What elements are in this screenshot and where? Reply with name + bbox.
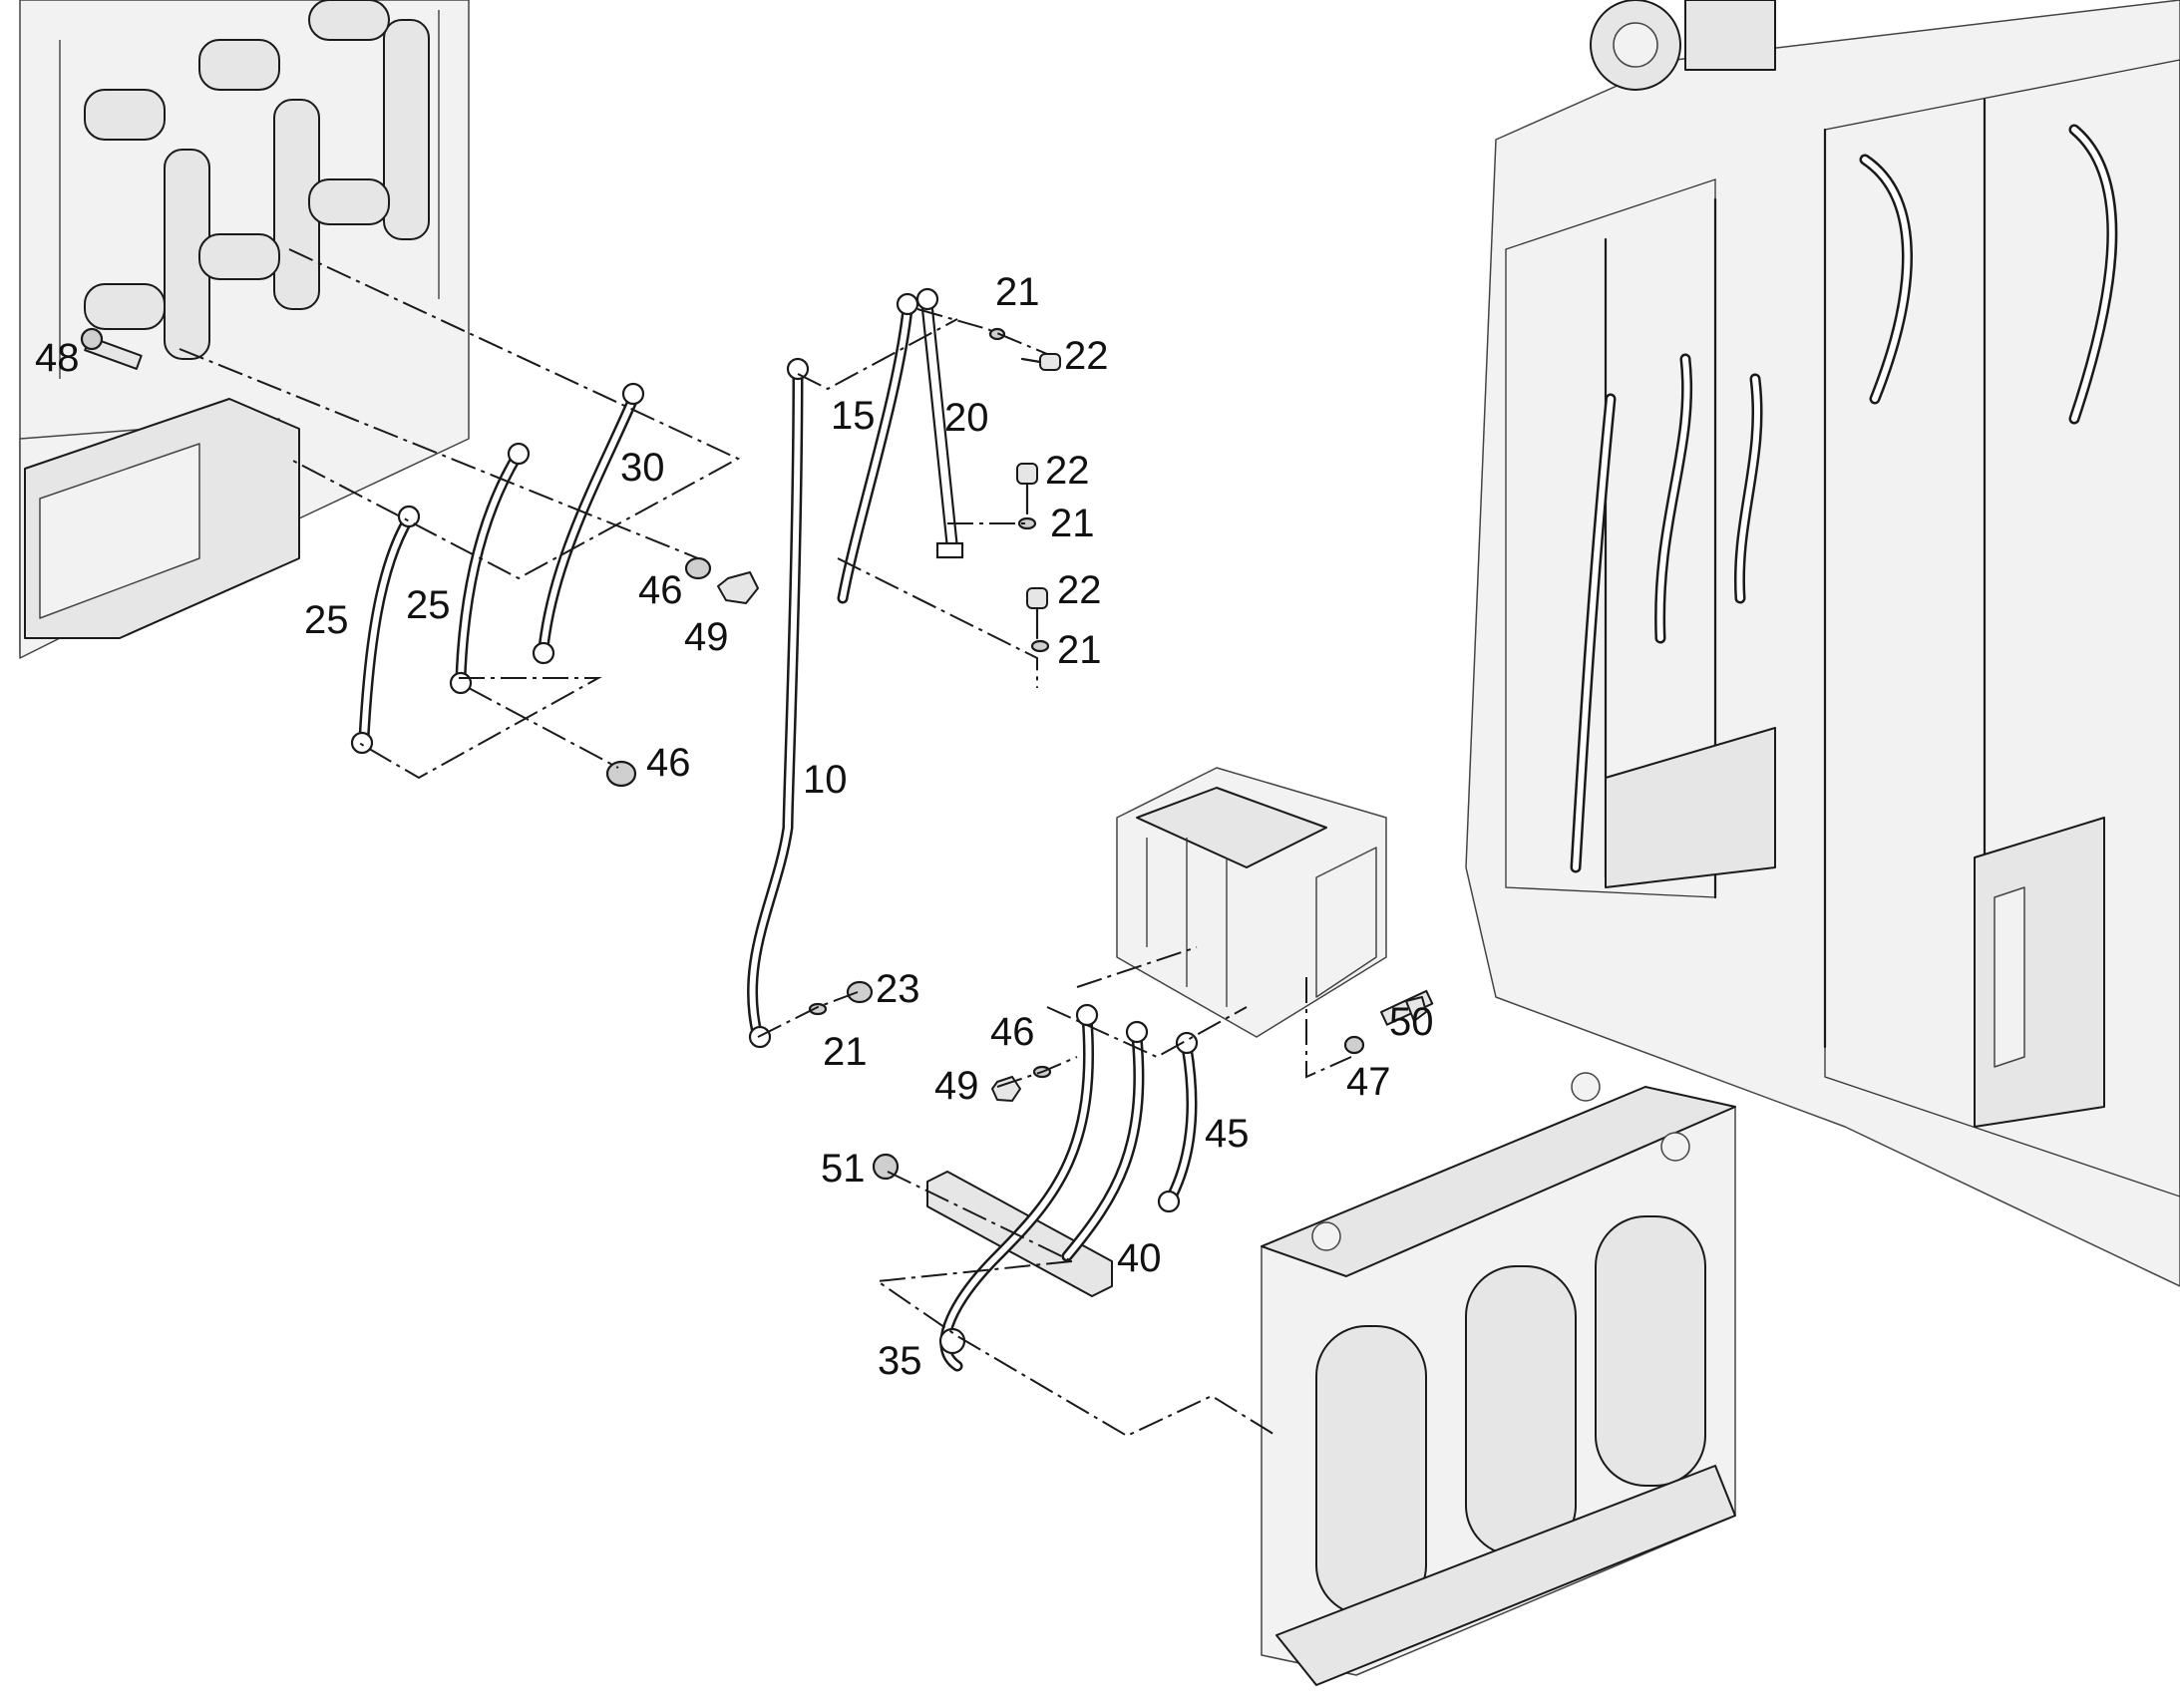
washer-21 bbox=[808, 327, 1052, 1079]
callout-35: 35 bbox=[878, 1339, 922, 1383]
callout-21: 21 bbox=[1050, 502, 1095, 545]
switchgear-panel bbox=[19, 0, 470, 659]
washer-46-mid bbox=[605, 760, 637, 788]
cable-25-left bbox=[350, 505, 421, 755]
insulator-pole-1 bbox=[84, 89, 210, 360]
nut-49-bottom bbox=[991, 1076, 1021, 1102]
callout-51: 51 bbox=[821, 1147, 866, 1191]
cable-30 bbox=[532, 382, 645, 665]
callout-48: 48 bbox=[35, 336, 80, 380]
insulator-pole-3 bbox=[308, 0, 430, 240]
cabinet-assembly bbox=[1465, 0, 2180, 1287]
cable-10 bbox=[746, 357, 810, 1049]
transformer bbox=[1261, 1072, 1736, 1686]
washer-47 bbox=[1343, 1035, 1365, 1055]
cable-20 bbox=[915, 287, 964, 559]
callout-40: 40 bbox=[1117, 1236, 1162, 1280]
callout-45: 45 bbox=[1205, 1112, 1250, 1156]
leader-lines bbox=[179, 248, 1352, 1438]
callout-10: 10 bbox=[803, 758, 848, 802]
insulator-pole-2 bbox=[198, 39, 320, 310]
callout-25: 25 bbox=[304, 598, 349, 642]
callout-21: 21 bbox=[1057, 628, 1102, 672]
callout-15: 15 bbox=[831, 394, 876, 438]
callout-21: 21 bbox=[995, 270, 1040, 314]
bolt-48 bbox=[80, 327, 143, 370]
callout-22: 22 bbox=[1057, 568, 1102, 612]
callout-22: 22 bbox=[1045, 449, 1090, 493]
callout-46: 46 bbox=[638, 568, 683, 612]
screw-22-top bbox=[1020, 353, 1061, 371]
callout-46: 46 bbox=[990, 1010, 1035, 1054]
cable-15 bbox=[837, 292, 919, 604]
cable-45 bbox=[1157, 1031, 1199, 1213]
callout-47: 47 bbox=[1346, 1060, 1391, 1104]
callout-23: 23 bbox=[876, 967, 920, 1011]
callout-21: 21 bbox=[823, 1030, 868, 1074]
callout-46: 46 bbox=[646, 741, 691, 785]
callout-25: 25 bbox=[406, 583, 451, 627]
callout-50: 50 bbox=[1389, 1000, 1434, 1044]
screw-22-bottom bbox=[1026, 587, 1048, 640]
callout-49: 49 bbox=[934, 1064, 979, 1108]
screw-22-mid bbox=[1016, 463, 1038, 515]
callout-20: 20 bbox=[944, 396, 989, 440]
nut-23 bbox=[846, 980, 874, 1004]
callout-30: 30 bbox=[620, 446, 665, 490]
cable-35 bbox=[938, 1003, 1149, 1372]
callout-49: 49 bbox=[684, 615, 729, 659]
terminal-block bbox=[1116, 767, 1387, 1038]
callout-22: 22 bbox=[1064, 334, 1109, 378]
cable-25-right bbox=[449, 442, 531, 695]
bolt-50 bbox=[1380, 989, 1434, 1026]
washer-46-top bbox=[684, 556, 712, 580]
nut-49-top bbox=[717, 571, 759, 604]
callouts: 48 30 25 25 46 49 46 10 15 20 21 22 22 2… bbox=[35, 270, 1434, 1383]
